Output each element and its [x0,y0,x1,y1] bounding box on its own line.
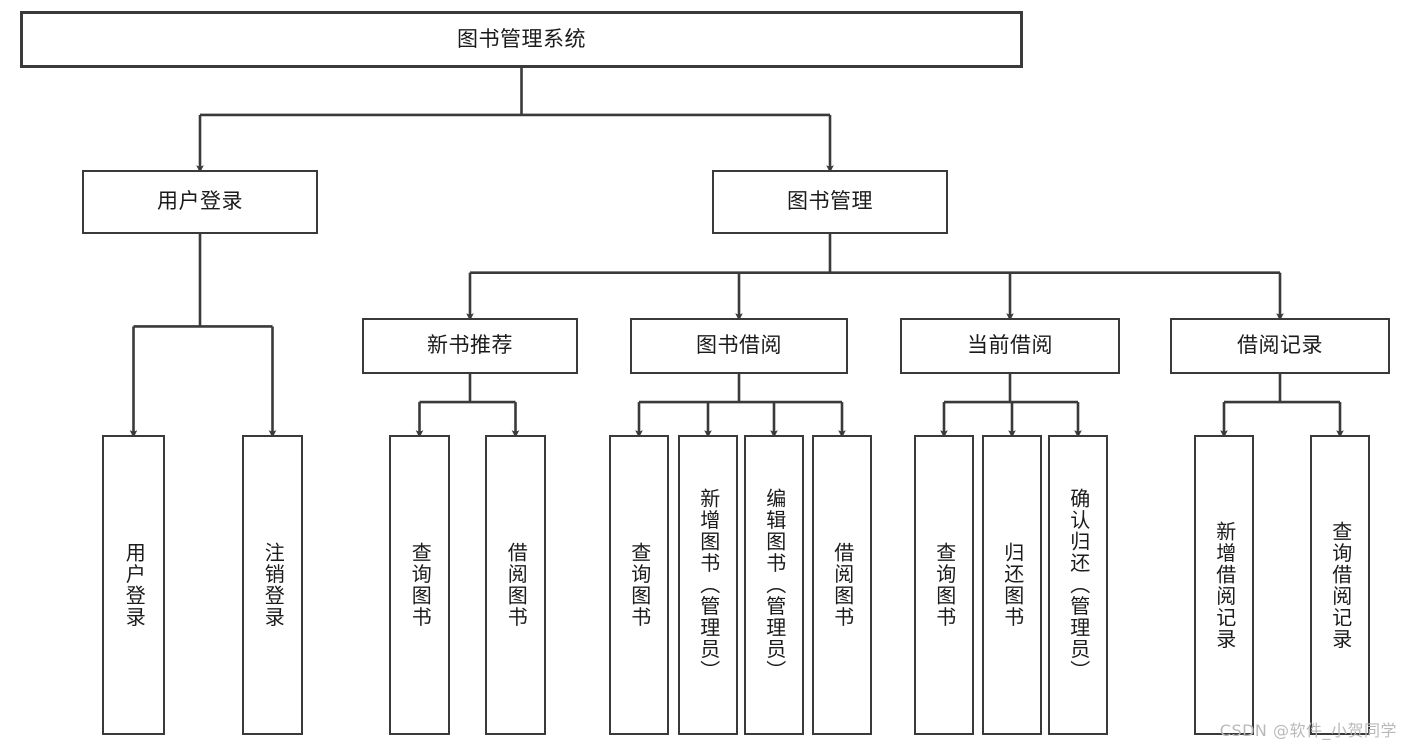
node-l8[interactable]: 借阅图书 [812,435,872,735]
node-l4[interactable]: 借阅图书 [485,435,546,735]
node-label: 新增借阅记录 [1212,520,1237,650]
node-records[interactable]: 借阅记录 [1170,318,1390,374]
node-l11[interactable]: 确认归还（管理员） [1048,435,1108,735]
node-label: 新书推荐 [427,333,513,358]
node-current[interactable]: 当前借阅 [900,318,1120,374]
node-label: 图书借阅 [696,333,782,358]
node-label: 当前借阅 [967,333,1053,358]
node-login[interactable]: 用户登录 [82,170,318,234]
node-label: 查询图书 [932,542,957,628]
node-l12[interactable]: 新增借阅记录 [1194,435,1254,735]
node-label: 借阅记录 [1237,333,1323,358]
node-l6[interactable]: 新增图书（管理员） [678,435,738,735]
node-bookmgmt[interactable]: 图书管理 [712,170,948,234]
node-l9[interactable]: 查询图书 [914,435,974,735]
node-label: 查询图书 [408,542,433,628]
node-borrow[interactable]: 图书借阅 [630,318,848,374]
node-label: 借阅图书 [504,542,529,628]
node-l10[interactable]: 归还图书 [982,435,1042,735]
node-label: 查询借阅记录 [1328,520,1353,650]
watermark: CSDN @软件_小贺同学 [1219,721,1397,740]
node-l13[interactable]: 查询借阅记录 [1310,435,1370,735]
node-label: 图书管理 [787,189,873,214]
node-l3[interactable]: 查询图书 [389,435,450,735]
node-label: 新增图书（管理员） [696,488,721,682]
node-l1[interactable]: 用户登录 [102,435,165,735]
node-label: 用户登录 [157,189,243,214]
node-newbook[interactable]: 新书推荐 [362,318,578,374]
node-label: 归还图书 [1000,542,1025,628]
node-label: 图书管理系统 [457,26,586,51]
node-l5[interactable]: 查询图书 [609,435,669,735]
node-label: 查询图书 [627,542,652,628]
node-l2[interactable]: 注销登录 [242,435,303,735]
node-label: 用户登录 [122,542,147,628]
node-label: 编辑图书（管理员） [762,488,787,682]
node-label: 注销登录 [261,542,286,628]
node-label: 确认归还（管理员） [1066,488,1091,682]
node-root[interactable]: 图书管理系统 [20,11,1023,68]
node-label: 借阅图书 [830,542,855,628]
node-l7[interactable]: 编辑图书（管理员） [744,435,804,735]
